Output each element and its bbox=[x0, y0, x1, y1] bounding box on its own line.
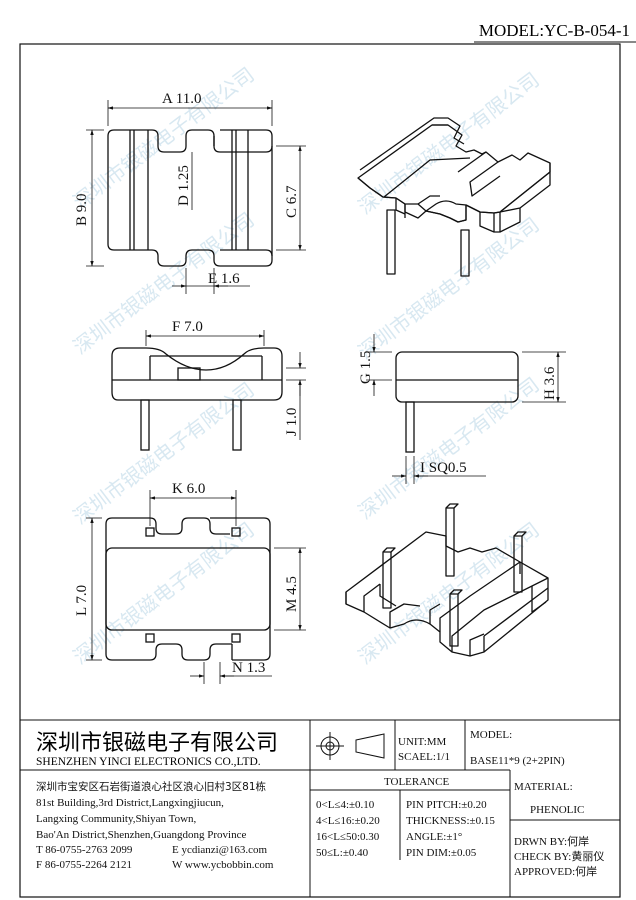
tolerance-row-1: 0<L≤4:±0.10 bbox=[316, 799, 375, 811]
address-line-2: 81st Building,3rd District,Langxingjiucu… bbox=[36, 797, 224, 809]
dimension-l-label: L 7.0 bbox=[74, 585, 90, 616]
isometric-view-top bbox=[357, 117, 551, 277]
model-value: BASE11*9 (2+2PIN) bbox=[470, 755, 565, 767]
pin-spec-row-1: PIN PITCH:±0.20 bbox=[406, 799, 487, 811]
projection-symbol bbox=[316, 732, 385, 760]
address-line-1: 深圳市宝安区石岩街道浪心社区浪心旧村3区81栋 bbox=[36, 780, 267, 793]
scale-label: SCAEL:1/1 bbox=[398, 751, 450, 763]
tolerance-row-4: 50≤L:±0.40 bbox=[316, 847, 369, 859]
tolerance-row-2: 4<L≤16:±0.20 bbox=[316, 815, 380, 827]
model-header: MODEL:YC-B-054-1 bbox=[479, 21, 630, 40]
dimension-h-label: H 3.6 bbox=[542, 366, 558, 400]
pin-spec-row-4: PIN DIM:±0.05 bbox=[406, 847, 477, 859]
dimension-i-label: I SQ0.5 bbox=[420, 460, 467, 476]
side-view bbox=[395, 351, 519, 453]
drawn-by: DRWN BY:何岸 bbox=[514, 835, 589, 848]
watermark: 深圳市银磁电子有限公司 bbox=[354, 517, 544, 669]
dimension-f-label: F 7.0 bbox=[172, 319, 203, 335]
side-view-dimensions bbox=[366, 334, 566, 484]
company-name-cn: 深圳市银磁电子有限公司 bbox=[36, 731, 278, 756]
dimension-k-label: K 6.0 bbox=[172, 481, 205, 497]
watermark: 深圳市银磁电子有限公司 bbox=[354, 212, 544, 364]
tolerance-title: TOLERANCE bbox=[384, 776, 449, 788]
pin-spec-row-3: ANGLE:±1° bbox=[406, 831, 462, 843]
watermark: 深圳市银磁电子有限公司 bbox=[69, 517, 259, 669]
email-address: E ycdianzi@163.com bbox=[172, 844, 267, 856]
checked-by: CHECK BY:黄丽仪 bbox=[514, 849, 604, 863]
dimension-d-label: D 1.25 bbox=[176, 165, 192, 206]
bottom-view bbox=[105, 517, 271, 661]
pin-spec-row-2: THICKNESS:±0.15 bbox=[406, 815, 495, 827]
model-label: MODEL: bbox=[470, 729, 512, 741]
top-view bbox=[107, 129, 273, 267]
watermark-group: 深圳市银磁电子有限公司 深圳市银磁电子有限公司 深圳市银磁电子有限公司 深圳市银… bbox=[69, 62, 544, 669]
dimension-n-label: N 1.3 bbox=[232, 660, 265, 676]
material-label: MATERIAL: bbox=[514, 781, 573, 793]
dimension-j-label: J 1.0 bbox=[284, 408, 300, 436]
bottom-view-dimensions bbox=[86, 490, 306, 684]
company-name-en: SHENZHEN YINCI ELECTRONICS CO.,LTD. bbox=[36, 756, 261, 768]
unit-label: UNIT:MM bbox=[398, 736, 447, 748]
dimension-c-label: C 6.7 bbox=[284, 185, 300, 218]
front-view-dimensions bbox=[145, 330, 306, 440]
drawing-border bbox=[19, 43, 621, 898]
address-line-3: Langxing Community,Shiyan Town, bbox=[36, 813, 197, 825]
dimension-g-label: G 1.5 bbox=[358, 351, 374, 384]
dimension-e-label: E 1.6 bbox=[208, 271, 240, 287]
front-view bbox=[111, 347, 283, 451]
watermark: 深圳市银磁电子有限公司 bbox=[69, 62, 259, 214]
material-value: PHENOLIC bbox=[530, 804, 584, 816]
tolerance-row-3: 16<L≤50:0.30 bbox=[316, 831, 380, 843]
top-view-dimensions bbox=[86, 100, 306, 294]
dimension-a-label: A 11.0 bbox=[162, 91, 201, 107]
phone-number: T 86-0755-2763 2099 bbox=[36, 844, 133, 856]
website-address: W www.ycbobbin.com bbox=[172, 859, 274, 871]
title-block bbox=[20, 719, 620, 897]
isometric-view-bottom bbox=[345, 503, 549, 657]
fax-number: F 86-0755-2264 2121 bbox=[36, 859, 132, 871]
approved-by: APPROVED:何岸 bbox=[514, 865, 597, 878]
address-line-4: Bao'An District,Shenzhen,Guangdong Provi… bbox=[36, 829, 246, 841]
watermark: 深圳市银磁电子有限公司 bbox=[354, 372, 544, 524]
dimension-m-label: M 4.5 bbox=[284, 576, 300, 612]
dimension-b-label: B 9.0 bbox=[74, 193, 90, 226]
